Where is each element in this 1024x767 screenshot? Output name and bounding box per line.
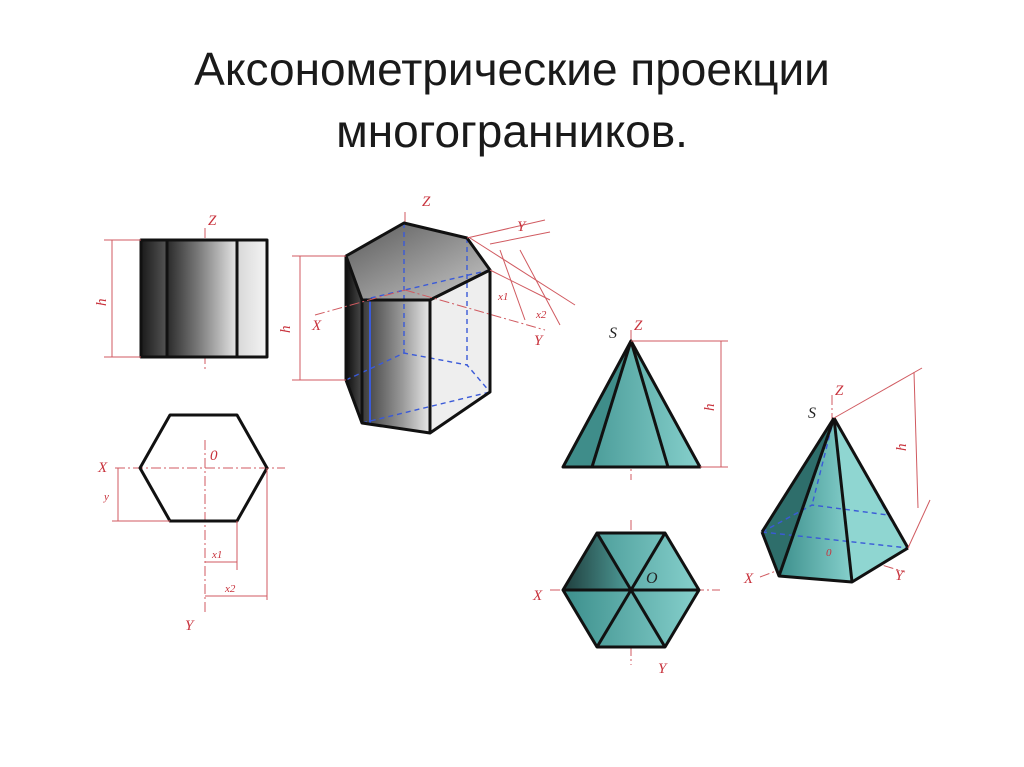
pyramid-front-outline — [561, 339, 702, 469]
pyramid-iso-edge-3 — [832, 417, 854, 583]
pyramid-iso-z-label: Z — [835, 383, 844, 399]
pyramid-iso-o-label: 0 — [826, 547, 832, 559]
prism-iso-x2-dimension — [519, 249, 561, 326]
pyramid-iso-face-front-right — [834, 418, 908, 582]
pyramid-iso-face-front-left — [779, 418, 852, 582]
pyramid-iso-y-label: Y — [895, 568, 905, 584]
pyramid-top-x-label: X — [532, 588, 543, 604]
pyramid-iso-hidden-base — [761, 504, 909, 549]
pyramid-iso-face-left — [762, 418, 834, 576]
prism-top-view: 0 X Y y x1 x2 — [97, 413, 285, 634]
prism-front-h-label: h — [94, 299, 110, 307]
prism-iso-z-label: Z — [422, 194, 431, 210]
pyramid-iso-hidden-edge-1 — [811, 417, 835, 506]
prism-top-x2-label: x2 — [224, 583, 236, 595]
pyramid-iso-x-label: X — [743, 571, 754, 587]
pyramid-iso-h-ext-bottom — [907, 499, 931, 549]
prism-iso-x2-label: x2 — [535, 309, 547, 321]
pyramid-iso-h-label: h — [894, 444, 910, 452]
pyramid-iso-s-label: S — [808, 405, 816, 422]
slide-title-line-2: многогранников. — [336, 105, 688, 157]
pyramid-iso-edge-4 — [832, 417, 910, 549]
pyramid-iso-h-dimension — [913, 371, 919, 509]
prism-iso-side-outline — [344, 256, 492, 435]
prism-iso-x2-ext — [469, 237, 576, 306]
pyramid-iso-hidden-diag — [761, 531, 909, 549]
prism-front-left-face — [141, 240, 167, 357]
prism-front-z-label: Z — [208, 213, 217, 229]
pyramid-axonometric: S Z X Y 0 h — [743, 367, 931, 587]
prism-iso-top-face — [346, 223, 490, 300]
prism-top-x-label: X — [97, 460, 108, 476]
pyramid-iso-edge-2 — [777, 417, 836, 577]
pyramid-front-h-label: h — [702, 404, 718, 412]
pyramid-iso-edge-1 — [760, 417, 836, 533]
pyramid-top-view: O X Y — [532, 520, 720, 677]
prism-iso-hidden-top-diag — [361, 269, 491, 301]
prism-iso-x1-label: x1 — [497, 291, 508, 303]
prism-front-outline — [139, 238, 269, 359]
prism-top-y-label: Y — [185, 618, 195, 634]
prism-iso-x-axis — [314, 289, 406, 316]
prism-iso-front-face — [362, 300, 430, 433]
prism-iso-x1-dimension — [499, 249, 526, 321]
prism-top-x1-label: x1 — [211, 549, 222, 561]
pyramid-top-o-label: O — [646, 570, 658, 587]
prism-axonometric: Z h X Y Y x1 x2 — [278, 194, 576, 435]
pyramid-front-s-label: S — [609, 325, 617, 342]
prism-front-right-face — [237, 240, 267, 357]
prism-iso-y-label-bottom: Y — [534, 333, 544, 349]
pyramid-iso-base-outline — [760, 531, 909, 584]
slide-title-line-1: Аксонометрические проекции — [194, 43, 830, 95]
prism-top-origin-label: 0 — [210, 448, 218, 464]
prism-iso-y-ext-1 — [466, 219, 546, 239]
pyramid-top-dark-sector — [563, 533, 631, 590]
prism-iso-y-axis — [404, 289, 546, 331]
prism-iso-y-ext-2 — [489, 231, 551, 245]
pyramid-front-view: S Z h — [561, 318, 728, 480]
prism-top-y-dim-label: y — [103, 491, 109, 503]
prism-iso-hidden-base — [345, 352, 491, 393]
pyramid-top-y-label: Y — [658, 661, 668, 677]
pyramid-front-z-label: Z — [634, 318, 643, 334]
pyramid-iso-h-ext-top — [833, 367, 923, 419]
pyramid-front-edge-1 — [590, 340, 633, 468]
prism-front-view: Z h — [94, 213, 269, 370]
prism-front-middle-face — [167, 240, 237, 357]
prism-iso-x-label: X — [311, 318, 322, 334]
prism-iso-h-label: h — [278, 326, 294, 334]
prism-iso-right-face — [430, 270, 490, 433]
prism-iso-y-label-top: Y — [517, 219, 527, 235]
slide-title: Аксонометрические проекции многограннико… — [0, 38, 1024, 162]
prism-iso-left-face — [346, 256, 362, 423]
pyramid-front-edge-2 — [629, 340, 670, 468]
prism-iso-x1-ext — [489, 269, 551, 301]
prism-iso-hidden-base-diag — [361, 391, 491, 424]
